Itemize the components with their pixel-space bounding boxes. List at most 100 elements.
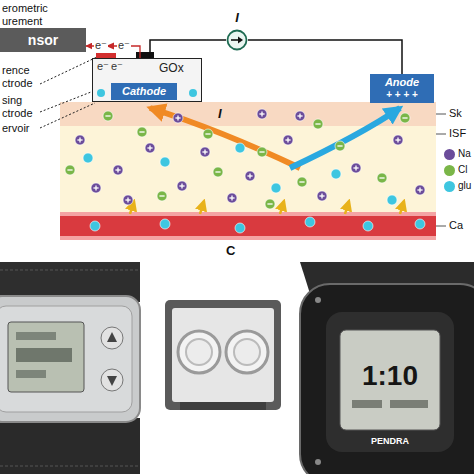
node-text: GOx <box>159 62 184 76</box>
ion-dot <box>335 141 345 151</box>
label: urement <box>2 15 42 28</box>
ion-dot <box>90 221 100 231</box>
node-text: I <box>226 11 248 26</box>
ion-dot <box>91 183 101 193</box>
capillary-wall <box>60 236 436 240</box>
diffusion-arrow <box>345 201 349 214</box>
sensor-pad-photo <box>165 300 281 410</box>
label: ISF <box>449 127 466 140</box>
ion-dot <box>297 177 307 187</box>
leader-line <box>40 57 97 84</box>
ion-dot <box>83 153 93 163</box>
ion-dot <box>177 181 187 191</box>
watch-photo <box>300 262 474 474</box>
legend-entry: Cl <box>444 162 471 178</box>
isf-layer <box>60 126 436 212</box>
label: ervoir <box>2 122 30 135</box>
ion-dot <box>317 191 327 201</box>
edge-label: e⁻ <box>94 39 108 52</box>
legend-text: Na <box>458 148 471 160</box>
label: erometric <box>2 2 48 15</box>
ion-dot <box>157 191 167 201</box>
ion-dot <box>313 119 323 129</box>
ion-dot <box>257 109 267 119</box>
flow-arrow <box>290 108 400 168</box>
ion-dot <box>331 169 341 179</box>
ion-dot <box>75 135 85 145</box>
capillary-wall <box>60 212 436 216</box>
node-text: Cathode <box>122 85 166 98</box>
connector <box>150 40 226 58</box>
connector <box>248 40 402 74</box>
label: e⁻ <box>97 60 109 73</box>
ion-dot <box>351 163 361 173</box>
ion-dot <box>295 111 305 121</box>
label: e⁻ <box>111 60 123 73</box>
label: C <box>226 244 235 259</box>
label: e⁻ <box>117 39 131 52</box>
sensor-box: nsor <box>0 28 86 52</box>
cathode-electrode: Cathode <box>111 83 177 100</box>
leader-line <box>436 114 446 115</box>
node-text: Anode <box>385 76 419 89</box>
ion-dot <box>265 199 275 209</box>
label: ctrode <box>2 77 33 90</box>
ion-dot <box>160 157 170 167</box>
label: I <box>218 107 222 122</box>
label: sing <box>2 94 22 107</box>
ion-dot <box>235 223 245 233</box>
ion-dot <box>113 165 123 175</box>
ion-dot <box>387 195 397 205</box>
label: rence <box>2 64 30 77</box>
ion-dot <box>271 183 281 193</box>
legend-swatch <box>444 165 455 176</box>
ion-dot <box>65 165 75 175</box>
ion-dot <box>415 185 425 195</box>
ion-dot <box>257 147 267 157</box>
ion-dot <box>283 135 293 145</box>
ion-dot <box>400 113 410 123</box>
anode-electrode: Anode+ + + + <box>370 74 434 103</box>
legend-text: Cl <box>458 164 467 176</box>
legend-swatch <box>444 149 455 160</box>
ion-dot <box>363 221 373 231</box>
ion-dot <box>305 217 315 227</box>
label: 1:10 <box>340 360 440 392</box>
diffusion-arrow <box>400 201 404 214</box>
ion-dot <box>393 135 403 145</box>
label: ctrode <box>2 107 33 120</box>
ion-dot <box>137 127 147 137</box>
label: Ca <box>449 219 463 232</box>
ion-dot <box>227 193 237 203</box>
legend-entry: glu <box>444 178 471 194</box>
label: Sk <box>449 107 462 120</box>
leader-line <box>436 134 446 135</box>
ion-dot <box>123 195 133 205</box>
ion-dot <box>203 129 213 139</box>
ion-dot <box>377 173 387 183</box>
ion-dot <box>415 219 425 229</box>
ions <box>65 109 425 233</box>
ion-dot <box>200 147 210 157</box>
legend-entry: Na <box>444 146 471 162</box>
ion-dot <box>235 143 245 153</box>
legend-text: glu <box>458 180 471 192</box>
legend-swatch <box>444 181 455 192</box>
flow-arrow <box>150 108 300 168</box>
ion-dot <box>245 171 255 181</box>
node-text: nsor <box>28 32 58 48</box>
ion-dot <box>213 167 223 177</box>
current-source: I <box>226 29 248 51</box>
capillary <box>60 212 436 240</box>
leader-line <box>40 103 95 128</box>
watch-photo <box>0 262 140 474</box>
ion-dot <box>103 111 113 121</box>
legend: NaCl glu <box>444 146 471 194</box>
ion-dot <box>160 219 170 229</box>
diffusion-arrow <box>280 201 284 214</box>
leader-line <box>436 226 446 227</box>
diffusion-arrow <box>200 201 204 214</box>
ion-dot <box>173 113 183 123</box>
